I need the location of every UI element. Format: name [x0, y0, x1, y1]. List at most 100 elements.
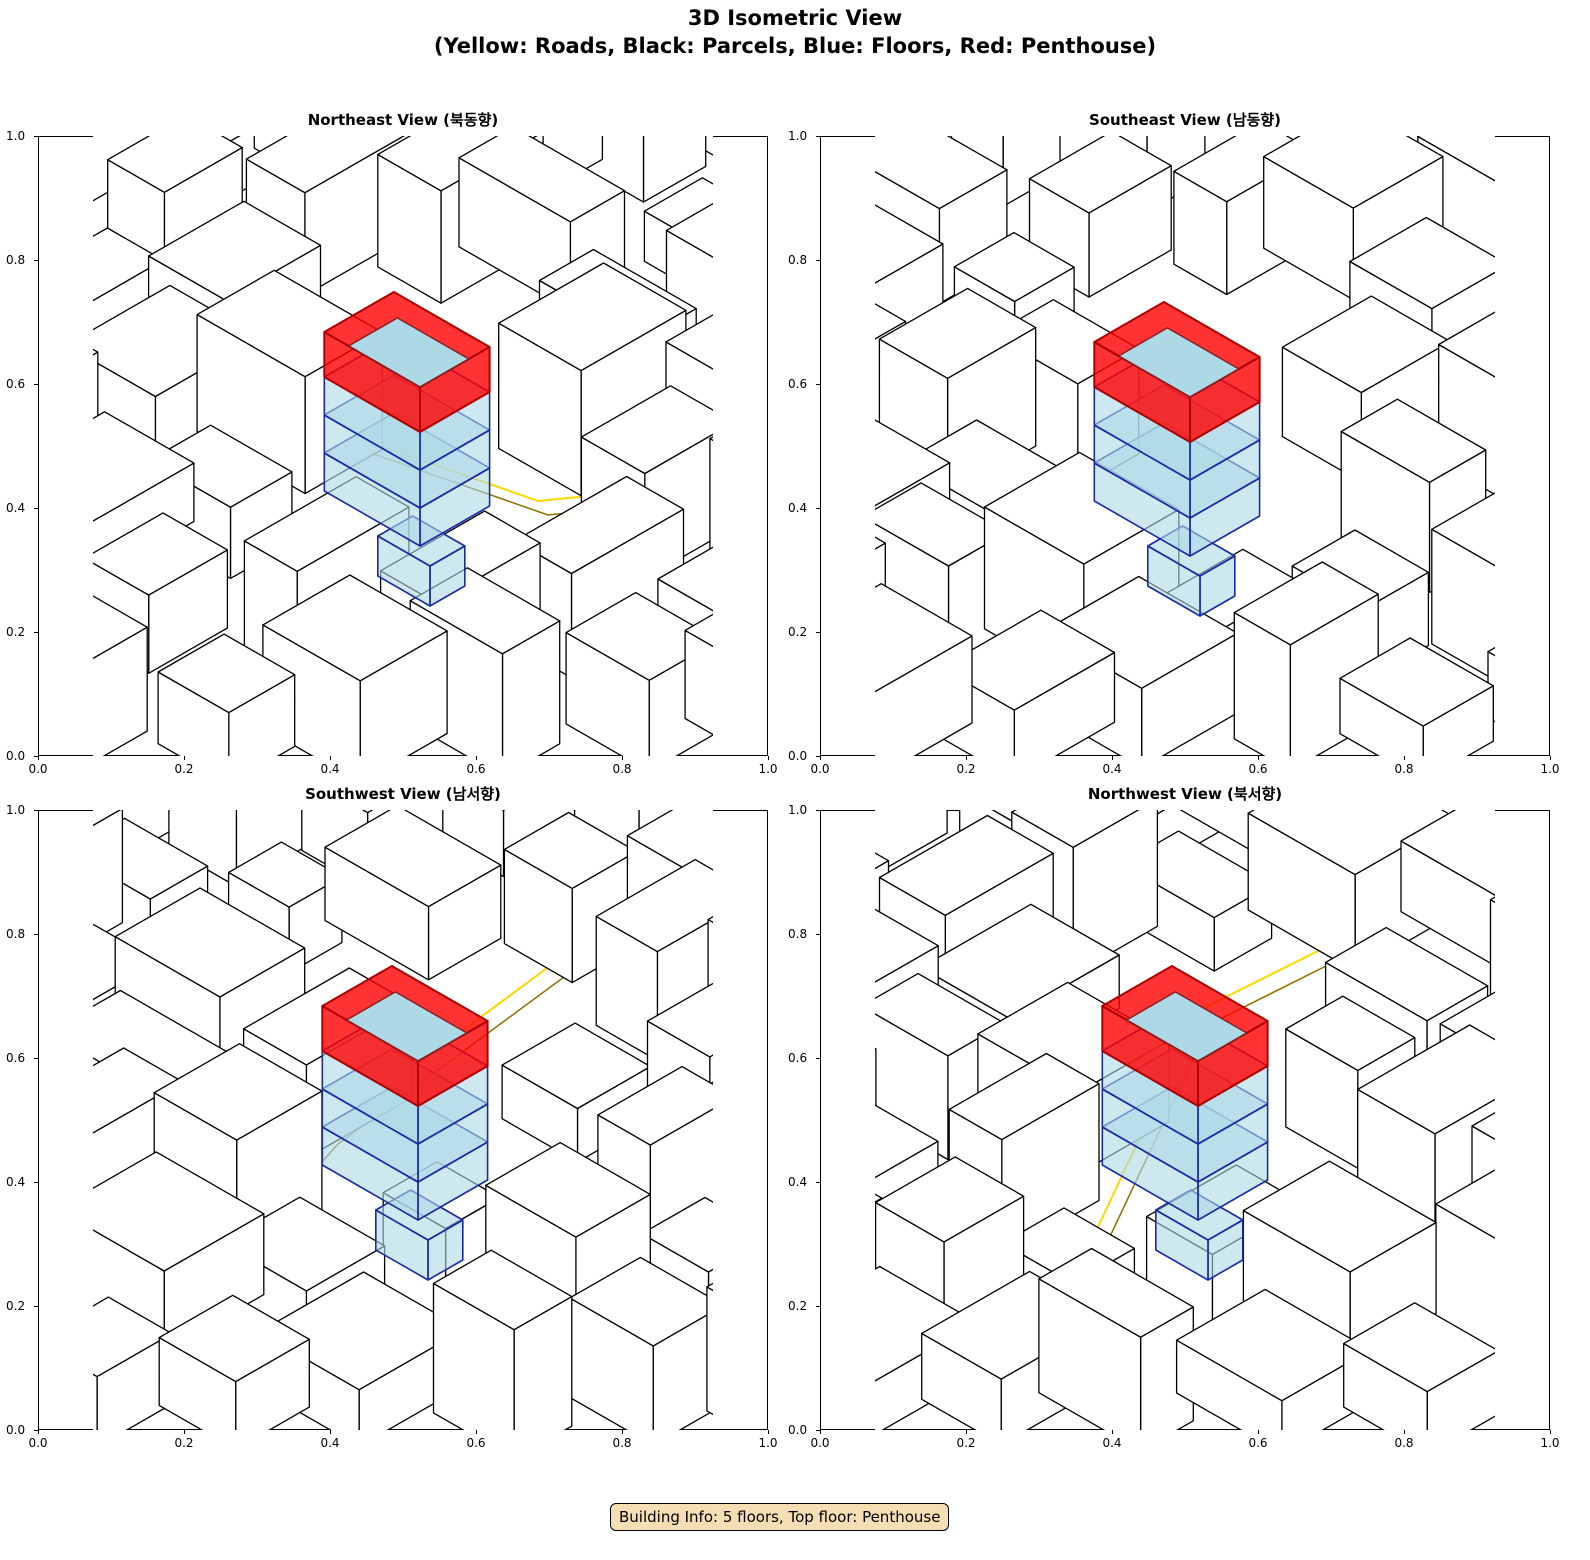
- y-tick-label: 0.8: [788, 927, 808, 941]
- y-tick: [34, 136, 38, 137]
- parcel-building: [157, 633, 296, 756]
- x-tick-label: 0.0: [28, 762, 48, 776]
- parcel-building: [1537, 312, 1550, 487]
- y-tick-label: 0.2: [6, 1299, 26, 1313]
- parcel-building: [38, 483, 85, 677]
- parcel-building: [158, 1294, 310, 1430]
- parcel-building: [820, 136, 826, 200]
- parcel-building: [93, 1191, 103, 1309]
- x-tick-label: 0.2: [174, 1436, 194, 1450]
- parcel-building: [432, 1249, 573, 1430]
- y-tick-label: 0.8: [788, 253, 808, 267]
- x-tick: [622, 756, 623, 760]
- parcel-building: [1343, 1302, 1495, 1430]
- parcel-building: [763, 288, 768, 493]
- y-tick: [816, 260, 820, 261]
- x-tick-label: 0.6: [1248, 1436, 1268, 1450]
- y-tick-label: 1.0: [6, 129, 26, 143]
- penthouse-courtyard: [1125, 991, 1248, 1062]
- panel-title: Northwest View (북서향): [1087, 785, 1283, 803]
- x-tick-label: 0.8: [612, 1436, 632, 1450]
- parcel-building: [324, 810, 502, 981]
- y-tick: [34, 756, 38, 757]
- y-tick: [816, 934, 820, 935]
- x-tick: [330, 1430, 331, 1434]
- y-tick: [34, 1058, 38, 1059]
- y-tick: [816, 1058, 820, 1059]
- penthouse-courtyard: [345, 991, 468, 1062]
- x-tick-label: 1.0: [1540, 1436, 1560, 1450]
- x-tick: [1258, 756, 1259, 760]
- isometric-scene: [38, 810, 713, 1430]
- parcel-building: [93, 810, 124, 941]
- y-tick: [34, 810, 38, 811]
- x-tick: [622, 1430, 623, 1434]
- parcel-building: [93, 348, 99, 444]
- y-tick-label: 1.0: [788, 803, 808, 817]
- x-tick: [1550, 756, 1551, 760]
- x-tick: [1404, 756, 1405, 760]
- y-tick: [816, 508, 820, 509]
- y-tick-label: 0.4: [788, 1175, 808, 1189]
- x-tick-label: 0.0: [810, 1436, 830, 1450]
- x-tick-label: 0.8: [612, 762, 632, 776]
- x-tick-label: 0.8: [1394, 762, 1414, 776]
- parcel-building: [1510, 190, 1550, 387]
- x-tick-label: 0.2: [956, 762, 976, 776]
- y-tick-label: 0.6: [788, 1051, 808, 1065]
- figure-title: 3D Isometric View: [687, 6, 903, 30]
- penthouse-courtyard: [1117, 327, 1240, 398]
- y-tick: [34, 1430, 38, 1431]
- parcel-building: [1506, 401, 1551, 579]
- parcel-building: [875, 1047, 877, 1120]
- y-tick: [34, 1306, 38, 1307]
- parcel-building: [709, 436, 713, 554]
- x-tick-label: 0.6: [466, 1436, 486, 1450]
- x-tick-label: 0.4: [320, 1436, 340, 1450]
- y-tick-label: 0.4: [6, 1175, 26, 1189]
- penthouse-courtyard: [347, 317, 470, 388]
- y-tick: [816, 1306, 820, 1307]
- y-tick-label: 0.8: [6, 927, 26, 941]
- parcel-building: [875, 1193, 883, 1315]
- y-tick: [34, 632, 38, 633]
- parcel-building: [38, 963, 88, 1165]
- x-tick: [1550, 1430, 1551, 1434]
- y-tick-label: 0.6: [6, 377, 26, 391]
- x-tick: [330, 756, 331, 760]
- x-tick-label: 0.4: [1102, 1436, 1122, 1450]
- parcel-building: [707, 916, 713, 1040]
- x-tick: [1258, 1430, 1259, 1434]
- parcel-building: [1487, 646, 1495, 723]
- parcel-building: [875, 810, 948, 876]
- y-tick-label: 0.0: [6, 1423, 26, 1437]
- y-tick: [34, 1182, 38, 1183]
- y-tick: [816, 1430, 820, 1431]
- x-tick-label: 0.2: [956, 1436, 976, 1450]
- y-tick-label: 0.0: [788, 749, 808, 763]
- x-tick-label: 1.0: [758, 762, 778, 776]
- x-tick: [476, 756, 477, 760]
- parcel-building: [93, 512, 229, 674]
- isometric-scene: [38, 136, 768, 756]
- parcel-building: [38, 810, 53, 885]
- parcel-building: [38, 922, 41, 1080]
- x-tick-label: 0.4: [1102, 762, 1122, 776]
- parcel-building: [1510, 1260, 1550, 1430]
- x-tick: [768, 1430, 769, 1434]
- parcel-building: [93, 595, 148, 756]
- parcel-building: [1435, 1169, 1495, 1356]
- y-tick: [34, 384, 38, 385]
- x-tick-label: 0.6: [466, 762, 486, 776]
- y-tick: [816, 136, 820, 137]
- x-tick: [966, 756, 967, 760]
- parcel-building: [1400, 810, 1495, 967]
- panel-northwest: Northwest View (북서향) 0.0 0.2 0.4 0.6 0.8 1.0 0…: [788, 785, 1560, 1450]
- y-tick-label: 0.6: [6, 1051, 26, 1065]
- parcel-building: [704, 810, 713, 838]
- y-tick: [816, 756, 820, 757]
- x-tick: [476, 1430, 477, 1434]
- y-tick: [816, 1182, 820, 1183]
- parcel-building: [684, 613, 713, 736]
